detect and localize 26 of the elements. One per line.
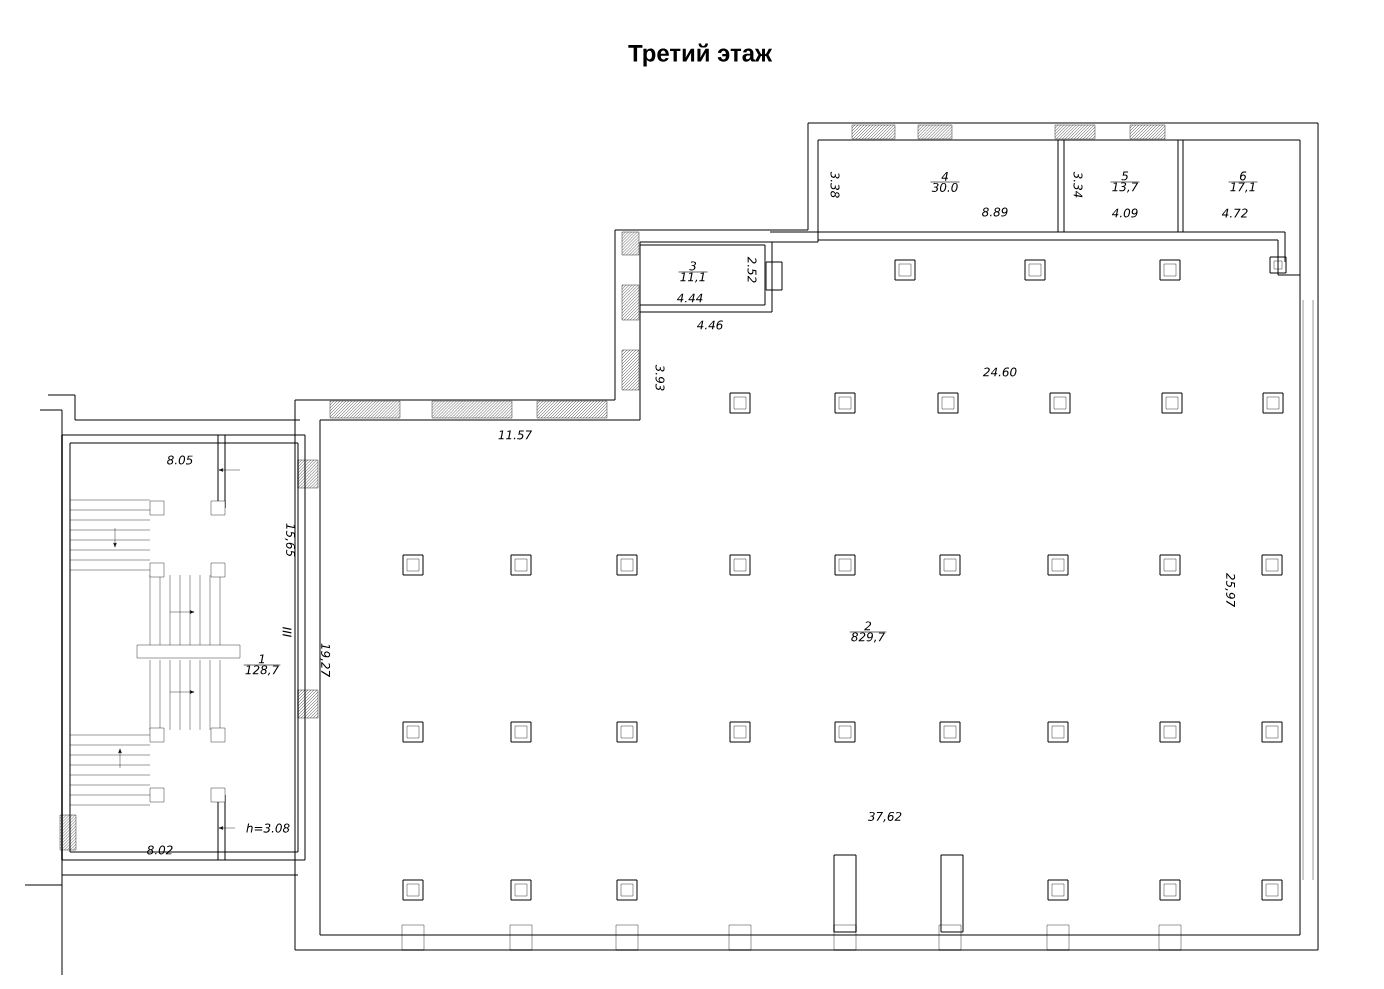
dimension-label: 19,27 <box>319 643 331 677</box>
title: Третий этаж <box>628 43 773 67</box>
dimension-label: 8.89 <box>982 207 1008 217</box>
room-label: 1 128,7 <box>245 654 279 676</box>
dimension-label: 24.60 <box>982 367 1017 377</box>
dimension-label: h=3.08 <box>246 823 290 833</box>
dimension-label: 4.72 <box>1221 208 1248 218</box>
dimension-label: 8.02 <box>147 845 173 855</box>
dimension-label: 4.46 <box>696 320 723 330</box>
dimension-label: 11.57 <box>498 430 532 440</box>
room-label: 2 829,7 <box>851 621 885 643</box>
dimension-label: 2.52 <box>747 256 757 283</box>
dimension-label: 3.34 <box>1073 171 1083 198</box>
dimension-label: 4.09 <box>1111 208 1138 218</box>
room-label: 5 13,7 <box>1112 171 1139 193</box>
room-label: 3 11,1 <box>680 261 705 283</box>
dimension-label: 3.93 <box>655 364 665 391</box>
dimension-label: 4.44 <box>676 293 703 303</box>
dimension-label: 8.05 <box>167 455 193 465</box>
dimension-label: 3.38 <box>830 171 840 198</box>
dimension-label: III <box>282 627 292 637</box>
dimension-label: 37,62 <box>867 811 902 823</box>
dimension-label: 15,65 <box>284 523 296 557</box>
room-label: 6 17,1 <box>1230 171 1255 193</box>
dimension-label: 25,97 <box>1224 572 1236 607</box>
room-label: 4 30.0 <box>931 172 958 192</box>
